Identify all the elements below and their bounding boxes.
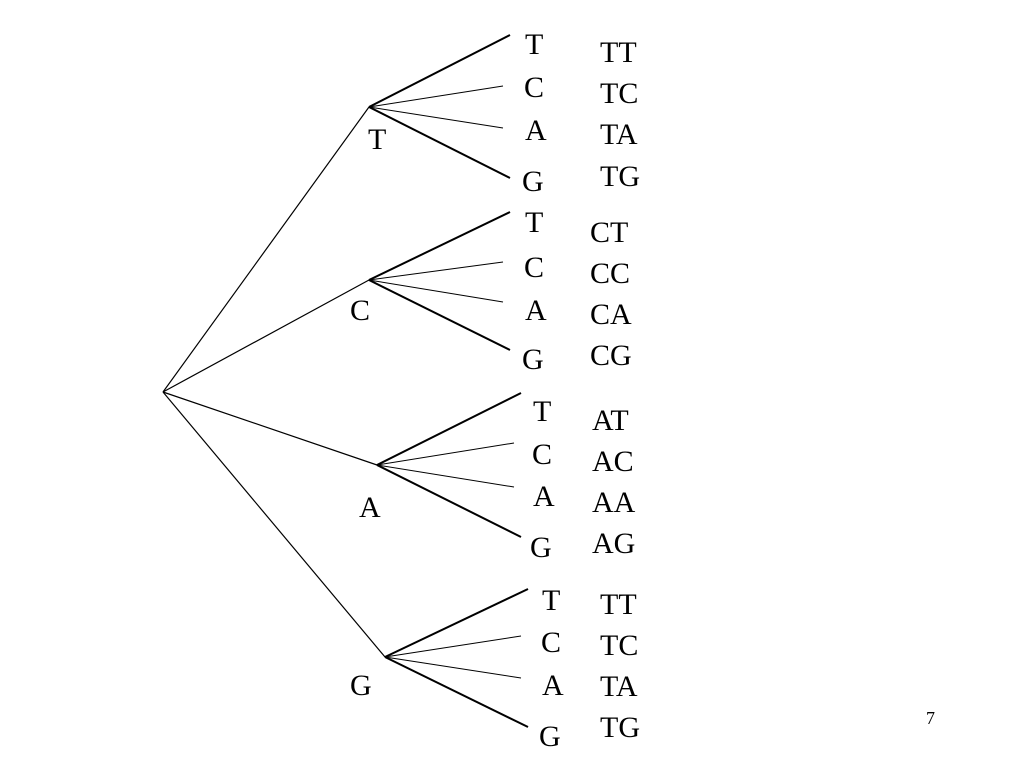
root-branch-c bbox=[162, 279, 370, 393]
leaf-branch bbox=[376, 464, 522, 538]
leaf-label: C bbox=[532, 438, 552, 471]
pair-label: TA bbox=[600, 118, 638, 151]
node-label: T bbox=[368, 123, 386, 156]
leaf-label: G bbox=[530, 531, 552, 564]
pair-label: TG bbox=[600, 160, 640, 193]
leaf-label: A bbox=[533, 480, 555, 513]
leaf-branch bbox=[384, 635, 522, 658]
leaf-label: A bbox=[542, 669, 564, 702]
subtree-c: C T C A G CT CC CA CG bbox=[350, 206, 632, 376]
leaf-branch bbox=[384, 656, 522, 679]
leaf-branch bbox=[376, 392, 522, 466]
leaf-label: T bbox=[525, 28, 543, 61]
leaf-branch bbox=[376, 442, 515, 466]
leaf-branch bbox=[368, 211, 511, 281]
leaf-label: T bbox=[533, 395, 551, 428]
pair-label: AT bbox=[592, 404, 629, 437]
root-branch-a bbox=[162, 391, 378, 466]
leaf-branch bbox=[384, 588, 529, 658]
pair-label: TC bbox=[600, 629, 638, 662]
leaf-branch bbox=[368, 106, 511, 179]
leaf-branch bbox=[368, 106, 504, 129]
node-label: A bbox=[359, 491, 381, 524]
pair-label: CC bbox=[590, 257, 630, 290]
leaf-branch bbox=[368, 279, 511, 351]
pair-label: AC bbox=[592, 445, 634, 478]
root-branch-g bbox=[162, 391, 386, 658]
pair-label: TA bbox=[600, 670, 638, 703]
pair-label: TG bbox=[600, 711, 640, 744]
leaf-label: G bbox=[522, 165, 544, 198]
leaf-label: T bbox=[525, 206, 543, 239]
pair-label: TC bbox=[600, 77, 638, 110]
pair-label: TT bbox=[600, 36, 637, 69]
root-branch-t bbox=[162, 106, 370, 393]
leaf-label: C bbox=[524, 251, 544, 284]
leaf-label: G bbox=[539, 720, 561, 753]
pair-label: AA bbox=[592, 486, 636, 519]
page-number: 7 bbox=[926, 708, 935, 728]
pair-label: CA bbox=[590, 298, 632, 331]
subtree-g: G T C A G TT TC TA TG bbox=[350, 584, 640, 753]
pair-label: TT bbox=[600, 588, 637, 621]
leaf-label: C bbox=[524, 71, 544, 104]
leaf-branch bbox=[368, 261, 504, 281]
leaf-branch bbox=[368, 85, 504, 108]
leaf-label: A bbox=[525, 114, 547, 147]
node-label: G bbox=[350, 669, 372, 702]
subtree-t: T T C A G TT TC TA TG bbox=[368, 28, 640, 198]
leaf-label: C bbox=[541, 626, 561, 659]
leaf-label: T bbox=[542, 584, 560, 617]
leaf-label: A bbox=[525, 294, 547, 327]
leaf-branch bbox=[368, 34, 511, 108]
leaf-label: G bbox=[522, 343, 544, 376]
pair-label: AG bbox=[592, 527, 635, 560]
leaf-branch bbox=[376, 464, 515, 488]
leaf-branch bbox=[384, 656, 529, 728]
root-branches bbox=[162, 106, 386, 658]
subtree-a: A T C A G AT AC AA AG bbox=[359, 392, 636, 564]
leaf-branch bbox=[368, 279, 504, 303]
node-label: C bbox=[350, 294, 370, 327]
pair-label: CG bbox=[590, 339, 632, 372]
pair-label: CT bbox=[590, 216, 628, 249]
